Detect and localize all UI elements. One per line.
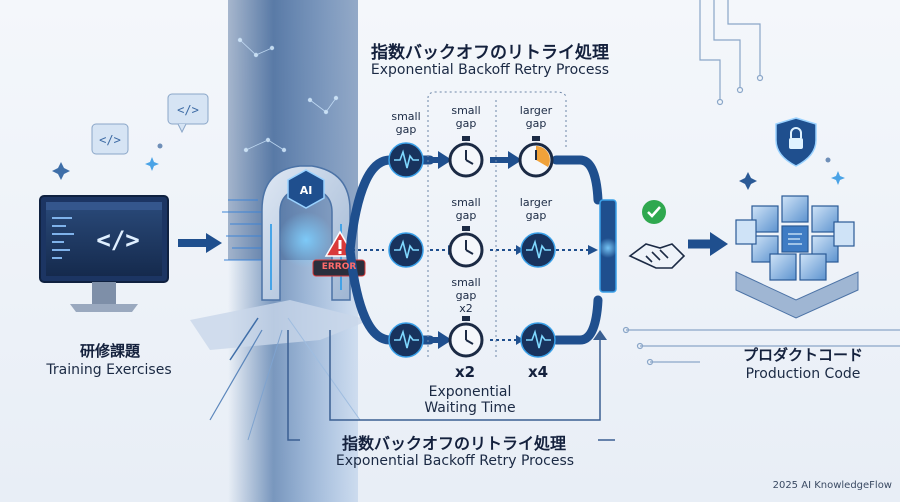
waiting-time-label: Exponential Waiting Time	[424, 384, 516, 416]
svg-text:</>: </>	[177, 103, 199, 117]
error-label: ERROR	[321, 262, 357, 272]
retry-paths	[345, 155, 435, 345]
multiplier-x4: x4	[527, 363, 549, 381]
ai-badge-icon	[287, 169, 325, 209]
bottom-title-en: Exponential Backoff Retry Process	[335, 453, 575, 469]
gap-label-r1-c2: small gap	[451, 104, 481, 130]
multiplier-x2: x2	[454, 363, 476, 381]
title-en: Exponential Backoff Retry Process	[370, 62, 610, 78]
footer-credit: 2025 AI KnowledgeFlow	[772, 480, 892, 491]
svg-text:</>: </>	[96, 226, 139, 254]
ai-badge-label: AI	[299, 184, 313, 197]
gap-label-r2-c2: small gap	[451, 196, 481, 222]
merge-bar	[598, 199, 618, 293]
sparkle-icon	[52, 143, 845, 190]
shield-lock-icon	[775, 117, 817, 167]
circuit-traces	[222, 199, 270, 261]
laptop-icon: </>	[39, 195, 169, 312]
production-label-jp: プロダクトコード	[742, 346, 863, 364]
training-label-jp: 研修課題	[79, 342, 140, 360]
pulse-icon	[388, 142, 556, 358]
gap-label-r1-c1: small gap	[391, 110, 421, 136]
production-label-en: Production Code	[745, 366, 861, 382]
training-label-en: Training Exercises	[46, 362, 172, 378]
title-jp: 指数バックオフのリトライ処理	[371, 43, 609, 63]
constellation	[237, 37, 339, 153]
stopwatch-icon	[448, 136, 554, 358]
platform	[190, 300, 370, 441]
code-icon: </> </>	[91, 93, 209, 155]
bottom-loop	[287, 330, 615, 441]
ai-gate	[261, 165, 351, 301]
gap-label-r2-c3: larger gap	[519, 196, 553, 222]
svg-text:</>: </>	[99, 133, 121, 147]
cube-stack-icon	[735, 195, 859, 319]
check-icon	[642, 200, 666, 224]
bottom-title-jp: 指数バックオフのリトライ処理	[341, 434, 566, 453]
right-circuits	[622, 0, 900, 366]
gap-label-r1-c3: larger gap	[519, 104, 553, 130]
handshake-icon	[628, 243, 686, 269]
gap-label-r3-c2: small gap x2	[451, 276, 481, 315]
